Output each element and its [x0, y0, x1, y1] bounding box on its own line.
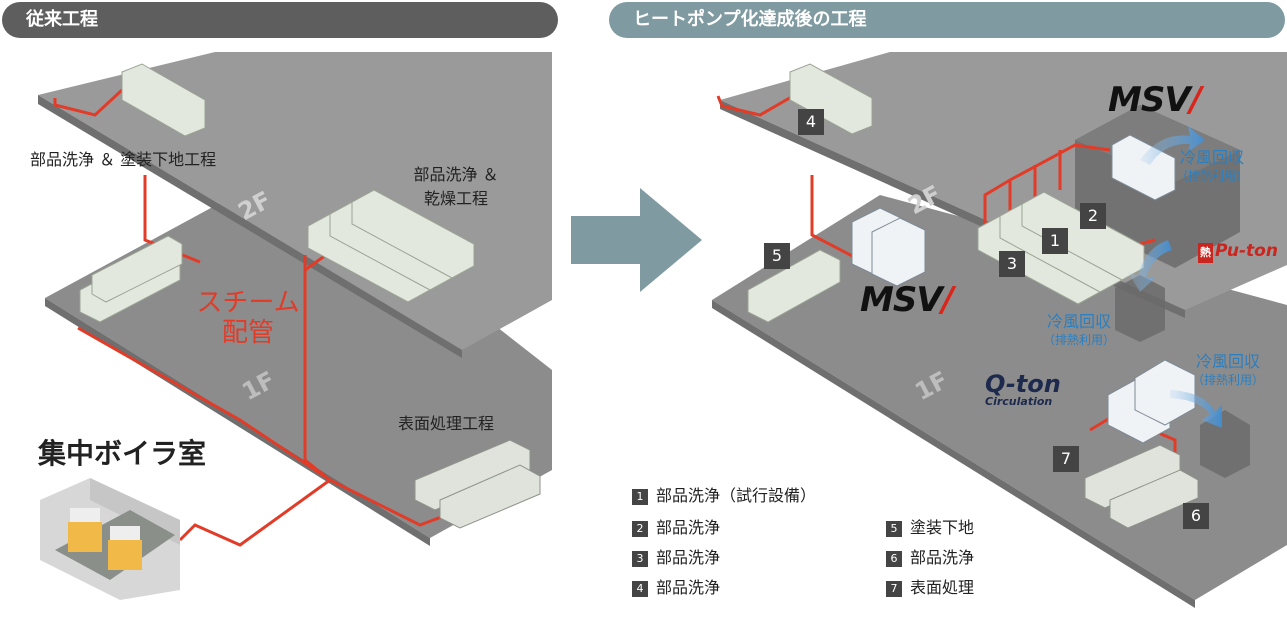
left-surface-units: [414, 439, 541, 529]
legend-num: 5: [886, 521, 902, 537]
qton-logo-text: Q-ton: [985, 370, 1061, 398]
header-after-heatpump: ヒートポンプ化達成後の工程: [609, 2, 1285, 38]
msv-logo-text: MSV: [860, 280, 943, 320]
label-steam-line1: スチーム: [196, 288, 300, 318]
transition-arrow: [571, 188, 702, 292]
cold-air-box-mid: [1115, 275, 1165, 342]
header-conventional: 従来工程: [2, 2, 558, 38]
label-boiler-room: 集中ボイラ室: [38, 437, 207, 470]
badge-2: 2: [1080, 203, 1106, 229]
qton-logo: Q-ton Circulation: [985, 372, 1061, 408]
badge-4: 4: [798, 109, 824, 135]
legend-item-4: 4 部品洗浄: [632, 578, 720, 598]
puton-hot-mark: 熱: [1198, 243, 1213, 263]
legend-item-3: 3 部品洗浄: [632, 548, 720, 568]
label-cleaning-drying: 部品洗浄 ＆ 乾燥工程: [396, 163, 516, 211]
legend-num: 4: [632, 581, 648, 597]
legend-text: 部品洗浄: [656, 578, 721, 597]
label-steam-piping: スチーム 配管: [188, 288, 308, 348]
cold-air-arrow-3: [1170, 390, 1222, 428]
legend-item-6: 6 部品洗浄: [886, 548, 974, 568]
legend-item-1: 1 部品洗浄（試行設備）: [632, 486, 816, 506]
legend-item-7: 7 表面処理: [886, 578, 974, 598]
right-heatpump-units: [851, 134, 1196, 444]
puton-logo-text: Pu-ton: [1215, 241, 1278, 261]
cold-air-arrow-2: [1128, 240, 1172, 292]
boiler-room-illustration: [40, 478, 180, 600]
left-equipment-2f: [121, 63, 475, 303]
cold-air-title: 冷風回収: [1180, 148, 1245, 167]
cold-air-sub: （排熱利用）: [1176, 169, 1249, 183]
label-cleaning-primer: 部品洗浄 ＆ 塗装下地工程: [30, 150, 217, 169]
badge-5: 5: [764, 243, 790, 269]
legend-num: 7: [886, 581, 902, 597]
legend-num: 2: [632, 521, 648, 537]
legend-num: 3: [632, 551, 648, 567]
msv-logo-top: MSV/: [1108, 80, 1202, 120]
right-surface-units: [1084, 444, 1199, 529]
left-equipment-1f: [79, 235, 183, 323]
label-surface-treatment: 表面処理工程: [398, 414, 495, 433]
badge-7: 7: [1053, 446, 1079, 472]
legend-text: 部品洗浄: [910, 548, 975, 567]
cold-air-label-top: 冷風回収 （排熱利用）: [1176, 148, 1248, 184]
badge-3: 3: [999, 251, 1025, 277]
legend-num: 1: [632, 489, 648, 505]
cold-air-sub: （排熱利用）: [1192, 373, 1265, 387]
legend-text: 部品洗浄: [656, 548, 721, 567]
msv-logo-bottom: MSV/: [860, 280, 954, 320]
cold-air-label-mid: 冷風回収 （排熱利用）: [1043, 312, 1115, 348]
legend-item-5: 5 塗装下地: [886, 518, 974, 538]
cold-air-sub: （排熱利用）: [1043, 333, 1116, 347]
cold-air-arrow-1: [1140, 126, 1205, 165]
cold-air-label-bottom: 冷風回収 （排熱利用）: [1192, 352, 1264, 388]
legend-num: 6: [886, 551, 902, 567]
msv-logo-text: MSV: [1108, 80, 1191, 120]
cold-air-title: 冷風回収: [1196, 352, 1261, 371]
label-steam-line2: 配管: [221, 318, 274, 348]
label-cleaning-drying-line2: 乾燥工程: [423, 189, 488, 208]
badge-1: 1: [1042, 228, 1068, 254]
legend-text: 部品洗浄（試行設備）: [656, 486, 817, 505]
legend-item-2: 2 部品洗浄: [632, 518, 720, 538]
qton-logo-sub: Circulation: [985, 395, 1053, 408]
label-cleaning-drying-line1: 部品洗浄 ＆: [413, 165, 499, 184]
legend-text: 部品洗浄: [656, 518, 721, 537]
badge-6: 6: [1183, 503, 1209, 529]
legend-text: 塗装下地: [910, 518, 975, 537]
cold-air-title: 冷風回収: [1047, 312, 1112, 331]
cold-air-box-bottom: [1200, 410, 1250, 478]
legend-text: 表面処理: [910, 578, 975, 597]
